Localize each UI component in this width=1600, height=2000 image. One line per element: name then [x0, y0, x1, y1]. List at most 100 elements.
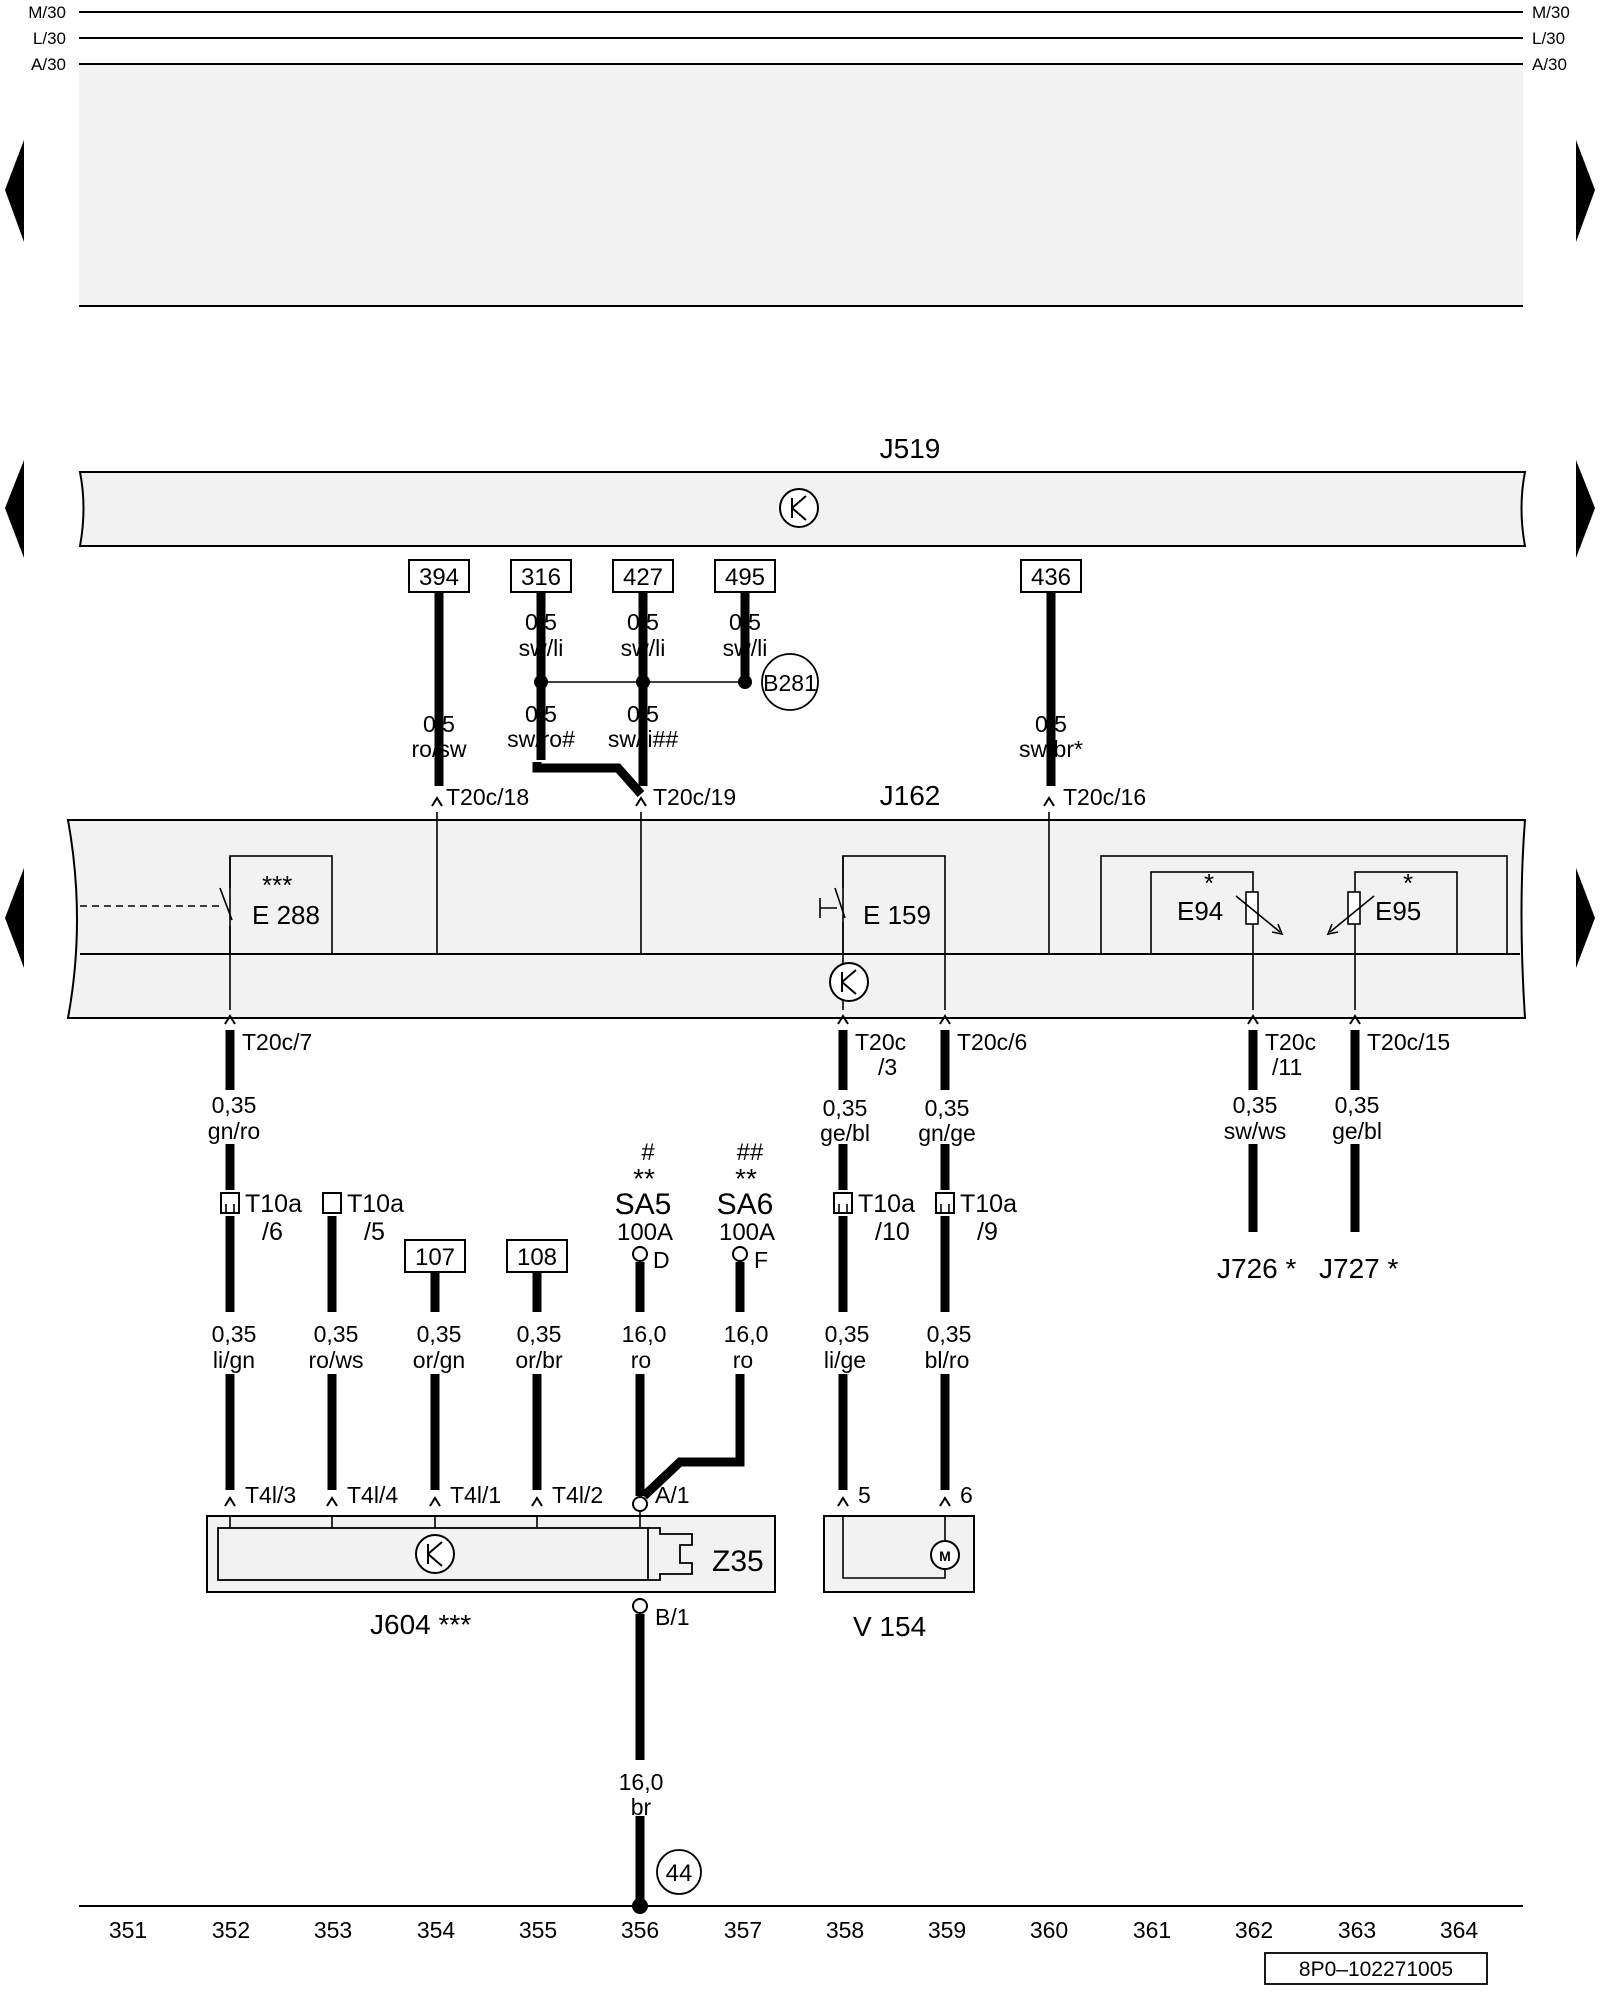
wire-358b-size: 0,35	[825, 1321, 870, 1347]
e95-label: E95	[1375, 896, 1421, 926]
wire-352a-size: 0,35	[212, 1092, 257, 1118]
e159-label: E 159	[863, 900, 931, 930]
page-arrows	[5, 140, 1595, 968]
connector-t20c-3b: /3	[878, 1054, 897, 1080]
sa6-terminal-f: F	[754, 1247, 768, 1273]
ref-box-394: 394	[419, 564, 459, 591]
arrow-right-j162-icon[interactable]	[1576, 868, 1595, 968]
wire-352a-color: gn/ro	[208, 1118, 260, 1144]
middle-wires: T20c/7 T20c /3 T20c/6 T20c /11 T20c/15 0…	[208, 1014, 1450, 1284]
wire-427b-size: 0,5	[627, 701, 659, 727]
j162-unit: *** E 288 E 159 * E94 * E95	[66, 796, 1527, 1019]
rail-label-l30-right: L/30	[1532, 29, 1565, 48]
wire-495-size: 0,5	[729, 609, 761, 635]
sa5-mark-hash: #	[641, 1139, 655, 1166]
column-364: 364	[1440, 1917, 1479, 1943]
connector-pin-5: 5	[858, 1482, 871, 1508]
ref-box-427: 427	[623, 564, 663, 591]
ref-box-316: 316	[521, 564, 561, 591]
connector-t4l-2: T4l/2	[552, 1482, 603, 1508]
wire-427b-color: sw/li##	[608, 726, 679, 752]
t10a-5-pin: /5	[364, 1218, 385, 1246]
wire-394-size: 0,5	[423, 711, 455, 737]
column-353: 353	[314, 1917, 352, 1943]
wire-357-size: 16,0	[724, 1321, 769, 1347]
wire-354-size: 0,35	[417, 1321, 462, 1347]
wire-355-size: 0,35	[517, 1321, 562, 1347]
top-reference-boxes: 394 316 427 495 436	[408, 559, 1082, 593]
j604-module: Z35 J604 *** B/1	[206, 1511, 776, 1640]
column-360: 360	[1030, 1917, 1068, 1943]
wire-359a-color: gn/ge	[918, 1120, 976, 1146]
rail-label-a30-right: A/30	[1532, 55, 1567, 74]
t10a-10-pin: /10	[875, 1218, 910, 1246]
connector-t20c-3a: T20c	[855, 1029, 906, 1055]
b281-label: B281	[763, 670, 817, 696]
ground-point-44	[656, 1849, 702, 1895]
b281-splice	[761, 653, 819, 711]
upper-wires: B281 0,5 sw/li 0,5 sw/li 0,5 sw/li 0,5 r…	[412, 592, 1146, 811]
j162-label: J162	[880, 780, 941, 811]
wire-359b-color: bl/ro	[925, 1347, 970, 1373]
wire-355-color: or/br	[515, 1347, 563, 1373]
arrow-left-j162-icon[interactable]	[5, 868, 24, 968]
motor-icon	[930, 1540, 960, 1570]
wire-394-color: ro/sw	[412, 736, 467, 762]
j726-label: J726 *	[1217, 1253, 1296, 1284]
sa5-label: SA5	[615, 1188, 672, 1221]
wire-316-size: 0,5	[525, 609, 557, 635]
connector-t20c-11a: T20c	[1265, 1029, 1316, 1055]
t10a-6-pin: /6	[262, 1218, 283, 1246]
t10a-10-label: T10a	[858, 1190, 915, 1218]
wire-359a-size: 0,35	[925, 1095, 970, 1121]
svg-text:M: M	[939, 1548, 951, 1564]
column-358: 358	[826, 1917, 864, 1943]
column-354: 354	[417, 1917, 456, 1943]
sa5-mark-stars: **	[633, 1163, 655, 1194]
arrow-right-rails-icon[interactable]	[1576, 140, 1595, 242]
connector-t20c-19: T20c/19	[653, 784, 736, 810]
column-362: 362	[1235, 1917, 1273, 1943]
connector-t20c-15: T20c/15	[1367, 1029, 1450, 1055]
lower-reference-boxes: 107 108	[404, 1239, 568, 1273]
j604-label: J604 ***	[370, 1609, 471, 1640]
wire-363-size: 0,35	[1335, 1092, 1380, 1118]
rail-label-l30-left: L/30	[33, 29, 66, 48]
connector-t20c-18: T20c/18	[446, 784, 529, 810]
connector-t20c-11b: /11	[1272, 1054, 1302, 1080]
wire-356b-color: br	[631, 1794, 652, 1820]
arrow-right-j519-icon[interactable]	[1576, 460, 1595, 558]
wire-356a-size: 16,0	[622, 1321, 667, 1347]
arrow-left-j519-icon[interactable]	[5, 460, 24, 558]
wire-352b-color: li/gn	[213, 1347, 255, 1373]
sa6-label: SA6	[717, 1188, 774, 1221]
lower-wires: 0,35 li/gn 0,35 ro/ws 0,35 or/gn 0,35 or…	[212, 1216, 973, 1512]
connector-t4l-4: T4l/4	[347, 1482, 398, 1508]
column-352: 352	[212, 1917, 250, 1943]
e94-label: E94	[1177, 896, 1223, 926]
t10a-9-pin: /9	[977, 1218, 998, 1246]
e288-label: E 288	[252, 900, 320, 930]
wire-363-color: ge/bl	[1332, 1118, 1382, 1144]
ref-box-436: 436	[1031, 564, 1071, 591]
power-rails: M/30 L/30 A/30 M/30 L/30 A/30	[28, 3, 1570, 307]
j604-electronic-symbol-icon	[415, 1534, 455, 1574]
connector-a1: A/1	[655, 1482, 690, 1508]
e288-mark: ***	[262, 870, 292, 900]
wire-427-color: sw/li	[621, 635, 666, 661]
rail-label-a30-left: A/30	[31, 55, 66, 74]
ref-box-495: 495	[725, 564, 765, 591]
sa5-rating: 100A	[617, 1219, 673, 1246]
arrow-left-rails-icon[interactable]	[5, 140, 24, 242]
sa6-rating: 100A	[719, 1219, 775, 1246]
fuses: # ** SA5 100A ## ** SA6 100A D F	[615, 1139, 775, 1273]
wire-358a-color: ge/bl	[820, 1120, 870, 1146]
wire-362-size: 0,35	[1233, 1092, 1278, 1118]
ref-box-107: 107	[415, 1244, 455, 1271]
j519-label: J519	[880, 433, 941, 464]
wire-316-color: sw/li	[519, 635, 564, 661]
wire-359b-size: 0,35	[927, 1321, 972, 1347]
sa6-mark-stars: **	[735, 1163, 757, 1194]
wire-436-color: sw/br*	[1019, 736, 1083, 762]
